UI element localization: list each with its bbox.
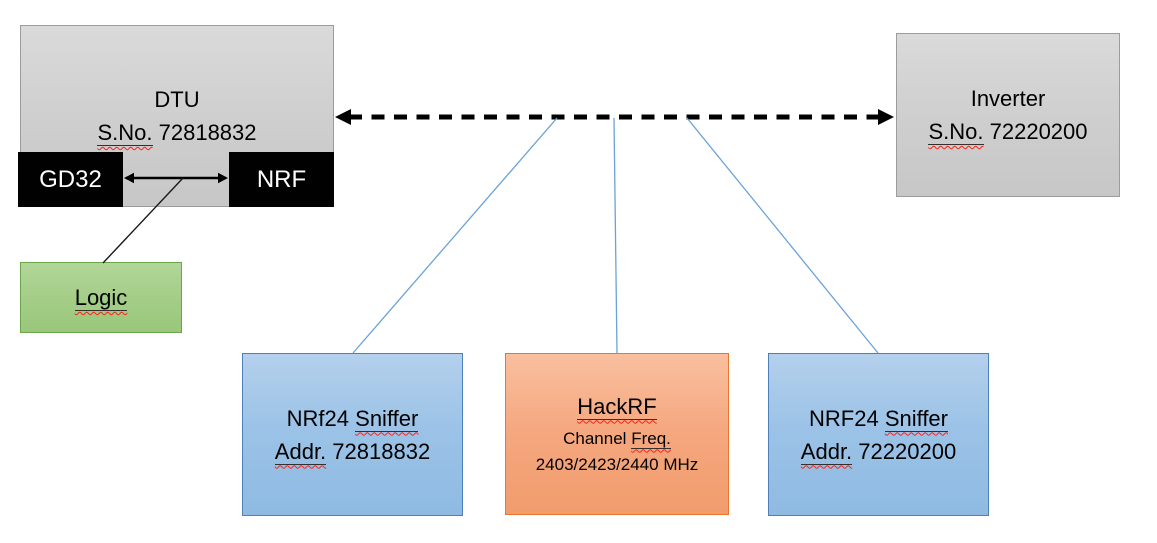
dtu-title: DTU — [154, 87, 200, 112]
hackrf-freq-values: 2403/2423/2440 MHz — [535, 455, 699, 474]
sniffer-left-addr-label: Addr. — [274, 438, 327, 465]
link-line-sniffer-left — [352, 117, 558, 354]
sniffer-left-addr: Addr. 72818832 — [274, 435, 431, 468]
link-line-hackrf — [613, 117, 618, 354]
inverter-box: Inverter S.No. 72220200 — [896, 33, 1120, 197]
inverter-serial-label: S.No. — [928, 119, 984, 145]
sniffer-left-title: NRf24 Sniffer — [287, 402, 419, 435]
inverter-serial: S.No. 72220200 — [928, 115, 1088, 148]
link-line-sniffer-right — [686, 117, 879, 354]
sniffer-right-title-prefix: NRF24 — [809, 405, 879, 431]
dtu-serial-value: 72818832 — [158, 120, 257, 145]
hackrf-freq-label: Channel Freq. — [563, 426, 671, 452]
gd32-chip-box: GD32 — [18, 152, 123, 207]
nrf-label: NRF — [256, 165, 307, 193]
sniffer-right-addr: Addr. 72220200 — [800, 435, 957, 468]
sniffer-right-title: NRF24 Sniffer — [809, 402, 948, 435]
hackrf-freq-label-prefix: Channel — [563, 428, 627, 448]
sniffer-left-title-prefix: NRf24 — [286, 405, 350, 431]
sniffer-left-title-word: Sniffer — [355, 405, 419, 432]
inverter-serial-value: 72220200 — [989, 119, 1088, 144]
dtu-serial-label: S.No. — [97, 120, 153, 146]
nrf24-sniffer-right-box: NRF24 Sniffer Addr. 72220200 — [768, 353, 989, 516]
hackrf-box: HackRF Channel Freq. 2403/2423/2440 MHz — [505, 353, 729, 515]
sniffer-right-addr-label: Addr. — [800, 438, 853, 465]
sniffer-right-addr-value: 72220200 — [858, 438, 957, 464]
nrf-chip-box: NRF — [229, 152, 334, 207]
logic-label: Logic — [74, 285, 128, 311]
nrf24-sniffer-left-box: NRf24 Sniffer Addr. 72818832 — [242, 353, 463, 516]
sniffer-right-title-word: Sniffer — [884, 405, 948, 432]
hackrf-title: HackRF — [577, 393, 657, 420]
hackrf-freq-label-word: Freq. — [631, 428, 671, 449]
logic-box: Logic — [20, 262, 182, 333]
gd32-label: GD32 — [39, 165, 102, 193]
inverter-title: Inverter — [970, 86, 1046, 111]
sniffer-left-addr-value: 72818832 — [332, 438, 431, 464]
dtu-serial: S.No. 72818832 — [97, 116, 257, 149]
dtu-inverter-dashed-arrow — [335, 109, 894, 125]
